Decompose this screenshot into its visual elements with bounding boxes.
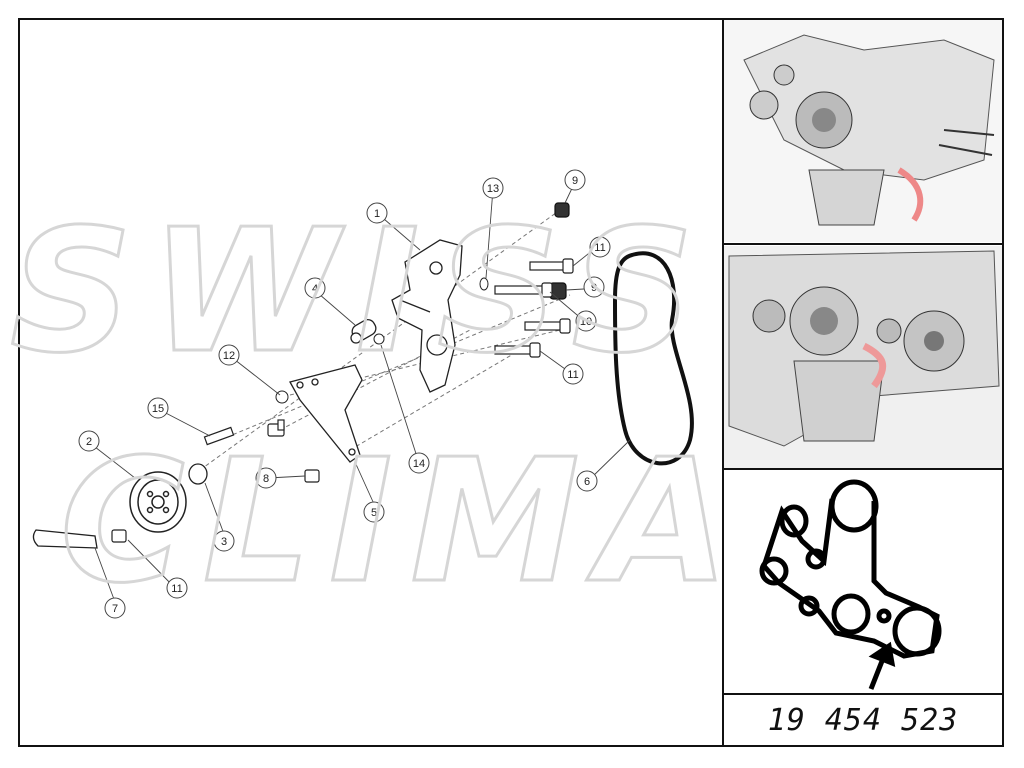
- pulley-part: [129, 471, 187, 533]
- callout-15: 15: [147, 397, 169, 419]
- svg-text:14: 14: [413, 458, 425, 470]
- svg-text:3: 3: [221, 536, 227, 548]
- plate-part: [289, 364, 363, 463]
- tool-part: [32, 529, 98, 549]
- part-number: 19 454 523: [767, 703, 959, 738]
- svg-text:4: 4: [312, 283, 318, 295]
- svg-text:11: 11: [594, 242, 605, 254]
- callout-11-mid: 11: [562, 363, 584, 385]
- callout-13: 13: [482, 177, 504, 199]
- callout-11-top: 11: [589, 236, 611, 258]
- washer-thin-part: [479, 277, 489, 291]
- callout-5: 5: [363, 501, 385, 523]
- svg-text:2: 2: [86, 436, 92, 448]
- long-bolt-parts: [111, 258, 574, 543]
- svg-text:11: 11: [567, 369, 578, 381]
- belt-routing-diagram: [724, 471, 1002, 693]
- callout-2: 2: [78, 430, 100, 452]
- callout-11-bottom: 11: [166, 577, 188, 599]
- nut-parts: [549, 202, 570, 300]
- svg-text:8: 8: [263, 473, 269, 485]
- bolt-parts: [267, 419, 320, 483]
- washer-part: [188, 463, 208, 485]
- callout-9-mid: 9: [583, 276, 605, 298]
- callout-8: 8: [255, 467, 277, 489]
- callout-6: 6: [576, 470, 598, 492]
- callout-12: 12: [218, 344, 240, 366]
- callout-9-top: 9: [564, 169, 586, 191]
- callout-4: 4: [304, 277, 326, 299]
- callout-14: 14: [408, 452, 430, 474]
- svg-text:1: 1: [374, 208, 380, 220]
- svg-text:6: 6: [584, 476, 590, 488]
- engine-photo-bottom: [724, 246, 1002, 468]
- diagram-frame: [18, 18, 1004, 747]
- svg-text:9: 9: [591, 282, 597, 294]
- leader-lines: [94, 181, 631, 603]
- svg-text:9: 9: [572, 175, 578, 187]
- belt-part: [612, 251, 694, 466]
- callout-10: 10: [575, 310, 597, 332]
- svg-text:12: 12: [223, 350, 235, 362]
- svg-text:10: 10: [580, 316, 592, 328]
- svg-text:15: 15: [152, 403, 164, 415]
- assembly-lines: [199, 209, 571, 471]
- svg-text:5: 5: [371, 507, 377, 519]
- spacer-ring-part: [373, 333, 385, 345]
- callout-1: 1: [366, 202, 388, 224]
- svg-text:11: 11: [171, 583, 182, 595]
- svg-text:7: 7: [112, 603, 118, 615]
- spacer-part: [350, 318, 377, 344]
- callout-7: 7: [104, 597, 126, 619]
- svg-text:13: 13: [487, 183, 499, 195]
- bracket-part: [391, 239, 463, 393]
- callout-3: 3: [213, 530, 235, 552]
- engine-photo-top: [724, 20, 1002, 242]
